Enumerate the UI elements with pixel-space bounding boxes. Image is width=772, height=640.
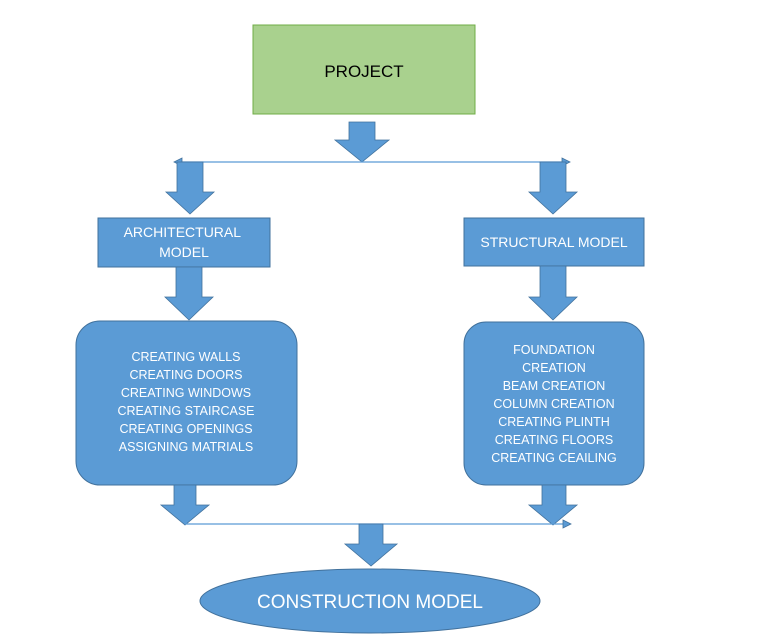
architectural-step-6: ASSIGNING MATRIALS [119, 440, 254, 454]
structural-step-7: CREATING CEAILING [491, 451, 616, 465]
architectural-step-4: CREATING STAIRCASE [117, 404, 254, 418]
project-down-arrow [333, 121, 391, 163]
structural-down-arrow [527, 161, 579, 215]
structural-step-6: CREATING FLOORS [495, 433, 614, 447]
merge-right-arrowhead [562, 519, 572, 529]
structural-steps-list: FOUNDATION CREATION BEAM CREATION COLUMN CR… [491, 343, 616, 465]
structural-step-1: FOUNDATION [513, 343, 595, 357]
architectural-merge-arrow [159, 484, 211, 526]
structural-step-3: BEAM CREATION [503, 379, 606, 393]
project-box [252, 24, 476, 115]
architectural-steps-arrow [164, 266, 214, 321]
architectural-steps-box [75, 320, 298, 486]
structural-merge-arrow [527, 484, 579, 526]
project-label: PROJECT [324, 62, 403, 81]
construction-down-arrow [343, 523, 399, 567]
structural-steps-arrow [528, 265, 578, 321]
architectural-steps-list: CREATING WALLS CREATING DOORS CREATING WIN… [117, 350, 254, 454]
architectural-model-label-line-1: ARCHITECTURAL [124, 224, 242, 240]
structural-step-4: COLUMN CREATION [493, 397, 614, 411]
architectural-down-arrow [164, 161, 216, 215]
construction-model-label: CONSTRUCTION MODEL [257, 592, 483, 613]
structural-model-label: STRUCTURAL MODEL [480, 234, 627, 250]
architectural-step-2: CREATING DOORS [130, 368, 243, 382]
structural-step-5: CREATING PLINTH [498, 415, 610, 429]
structural-step-2: CREATION [522, 361, 586, 375]
architectural-step-5: CREATING OPENINGS [119, 422, 252, 436]
construction-model-ellipse [199, 568, 541, 634]
architectural-step-1: CREATING WALLS [131, 350, 240, 364]
architectural-model-label: ARCHITECTURAL MODEL [124, 224, 245, 260]
architectural-step-3: CREATING WINDOWS [121, 386, 251, 400]
architectural-model-label-line-2: MODEL [159, 244, 209, 260]
structural-model-box [463, 217, 645, 267]
